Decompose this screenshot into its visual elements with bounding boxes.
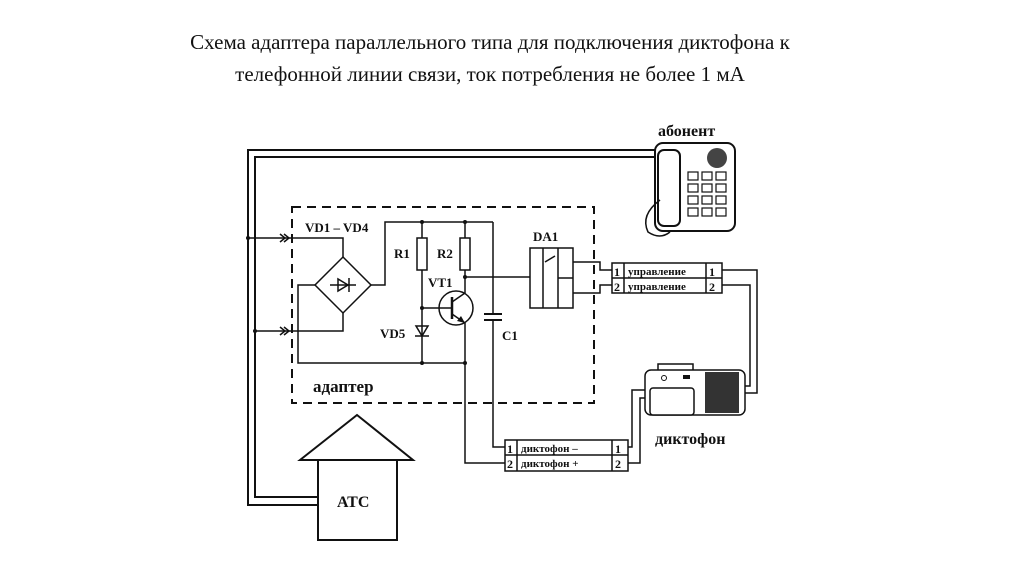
subscriber-label: абонент xyxy=(658,123,715,140)
zener-vd5 xyxy=(414,325,430,338)
rec-pin-left-2: 2 xyxy=(507,457,513,471)
control-pin-right-2: 2 xyxy=(709,280,715,294)
relay-da1 xyxy=(529,247,612,309)
vt1-label: VT1 xyxy=(428,275,453,290)
title-line-1: Схема адаптера параллельного типа для по… xyxy=(190,30,790,54)
r1-label: R1 xyxy=(394,246,410,261)
telephone-icon xyxy=(645,142,736,237)
adapter-box xyxy=(291,206,595,404)
rec-pin-left-1: 1 xyxy=(507,442,513,456)
exchange-label: АТС xyxy=(337,494,369,511)
resistors xyxy=(416,220,471,363)
control-pin-left-2: 2 xyxy=(614,280,620,294)
r2-label: R2 xyxy=(437,246,453,261)
capacitor-c1 xyxy=(484,222,505,448)
telephone-line xyxy=(247,149,655,506)
da1-label: DA1 xyxy=(533,229,558,244)
c1-label: C1 xyxy=(502,328,518,343)
input-arrows xyxy=(246,233,344,336)
control-name-1: управление xyxy=(628,266,686,278)
control-connector: 1 управление 1 2 управление 2 xyxy=(611,262,758,394)
rec-name-1: диктофон – xyxy=(521,443,578,455)
control-pin-left-1: 1 xyxy=(614,265,620,279)
recorder-connector: 1 диктофон – 1 2 диктофон + 2 xyxy=(504,389,648,472)
recorder-label: диктофон xyxy=(655,431,725,448)
exchange-building-icon xyxy=(297,413,416,541)
rec-name-2: диктофон + xyxy=(521,458,578,470)
diode-bridge xyxy=(297,221,493,364)
control-pin-right-1: 1 xyxy=(709,265,715,279)
vd5-label: VD5 xyxy=(380,326,406,341)
recorder-icon xyxy=(644,363,746,416)
title-line-2: телефонной линии связи, ток потребления … xyxy=(235,62,745,86)
control-name-2: управление xyxy=(628,281,686,293)
adapter-label: адаптер xyxy=(313,377,374,396)
rec-pin-right-1: 1 xyxy=(615,442,621,456)
transistor-vt1 xyxy=(420,275,530,464)
rec-pin-right-2: 2 xyxy=(615,457,621,471)
bridge-label: VD1 – VD4 xyxy=(305,220,369,235)
